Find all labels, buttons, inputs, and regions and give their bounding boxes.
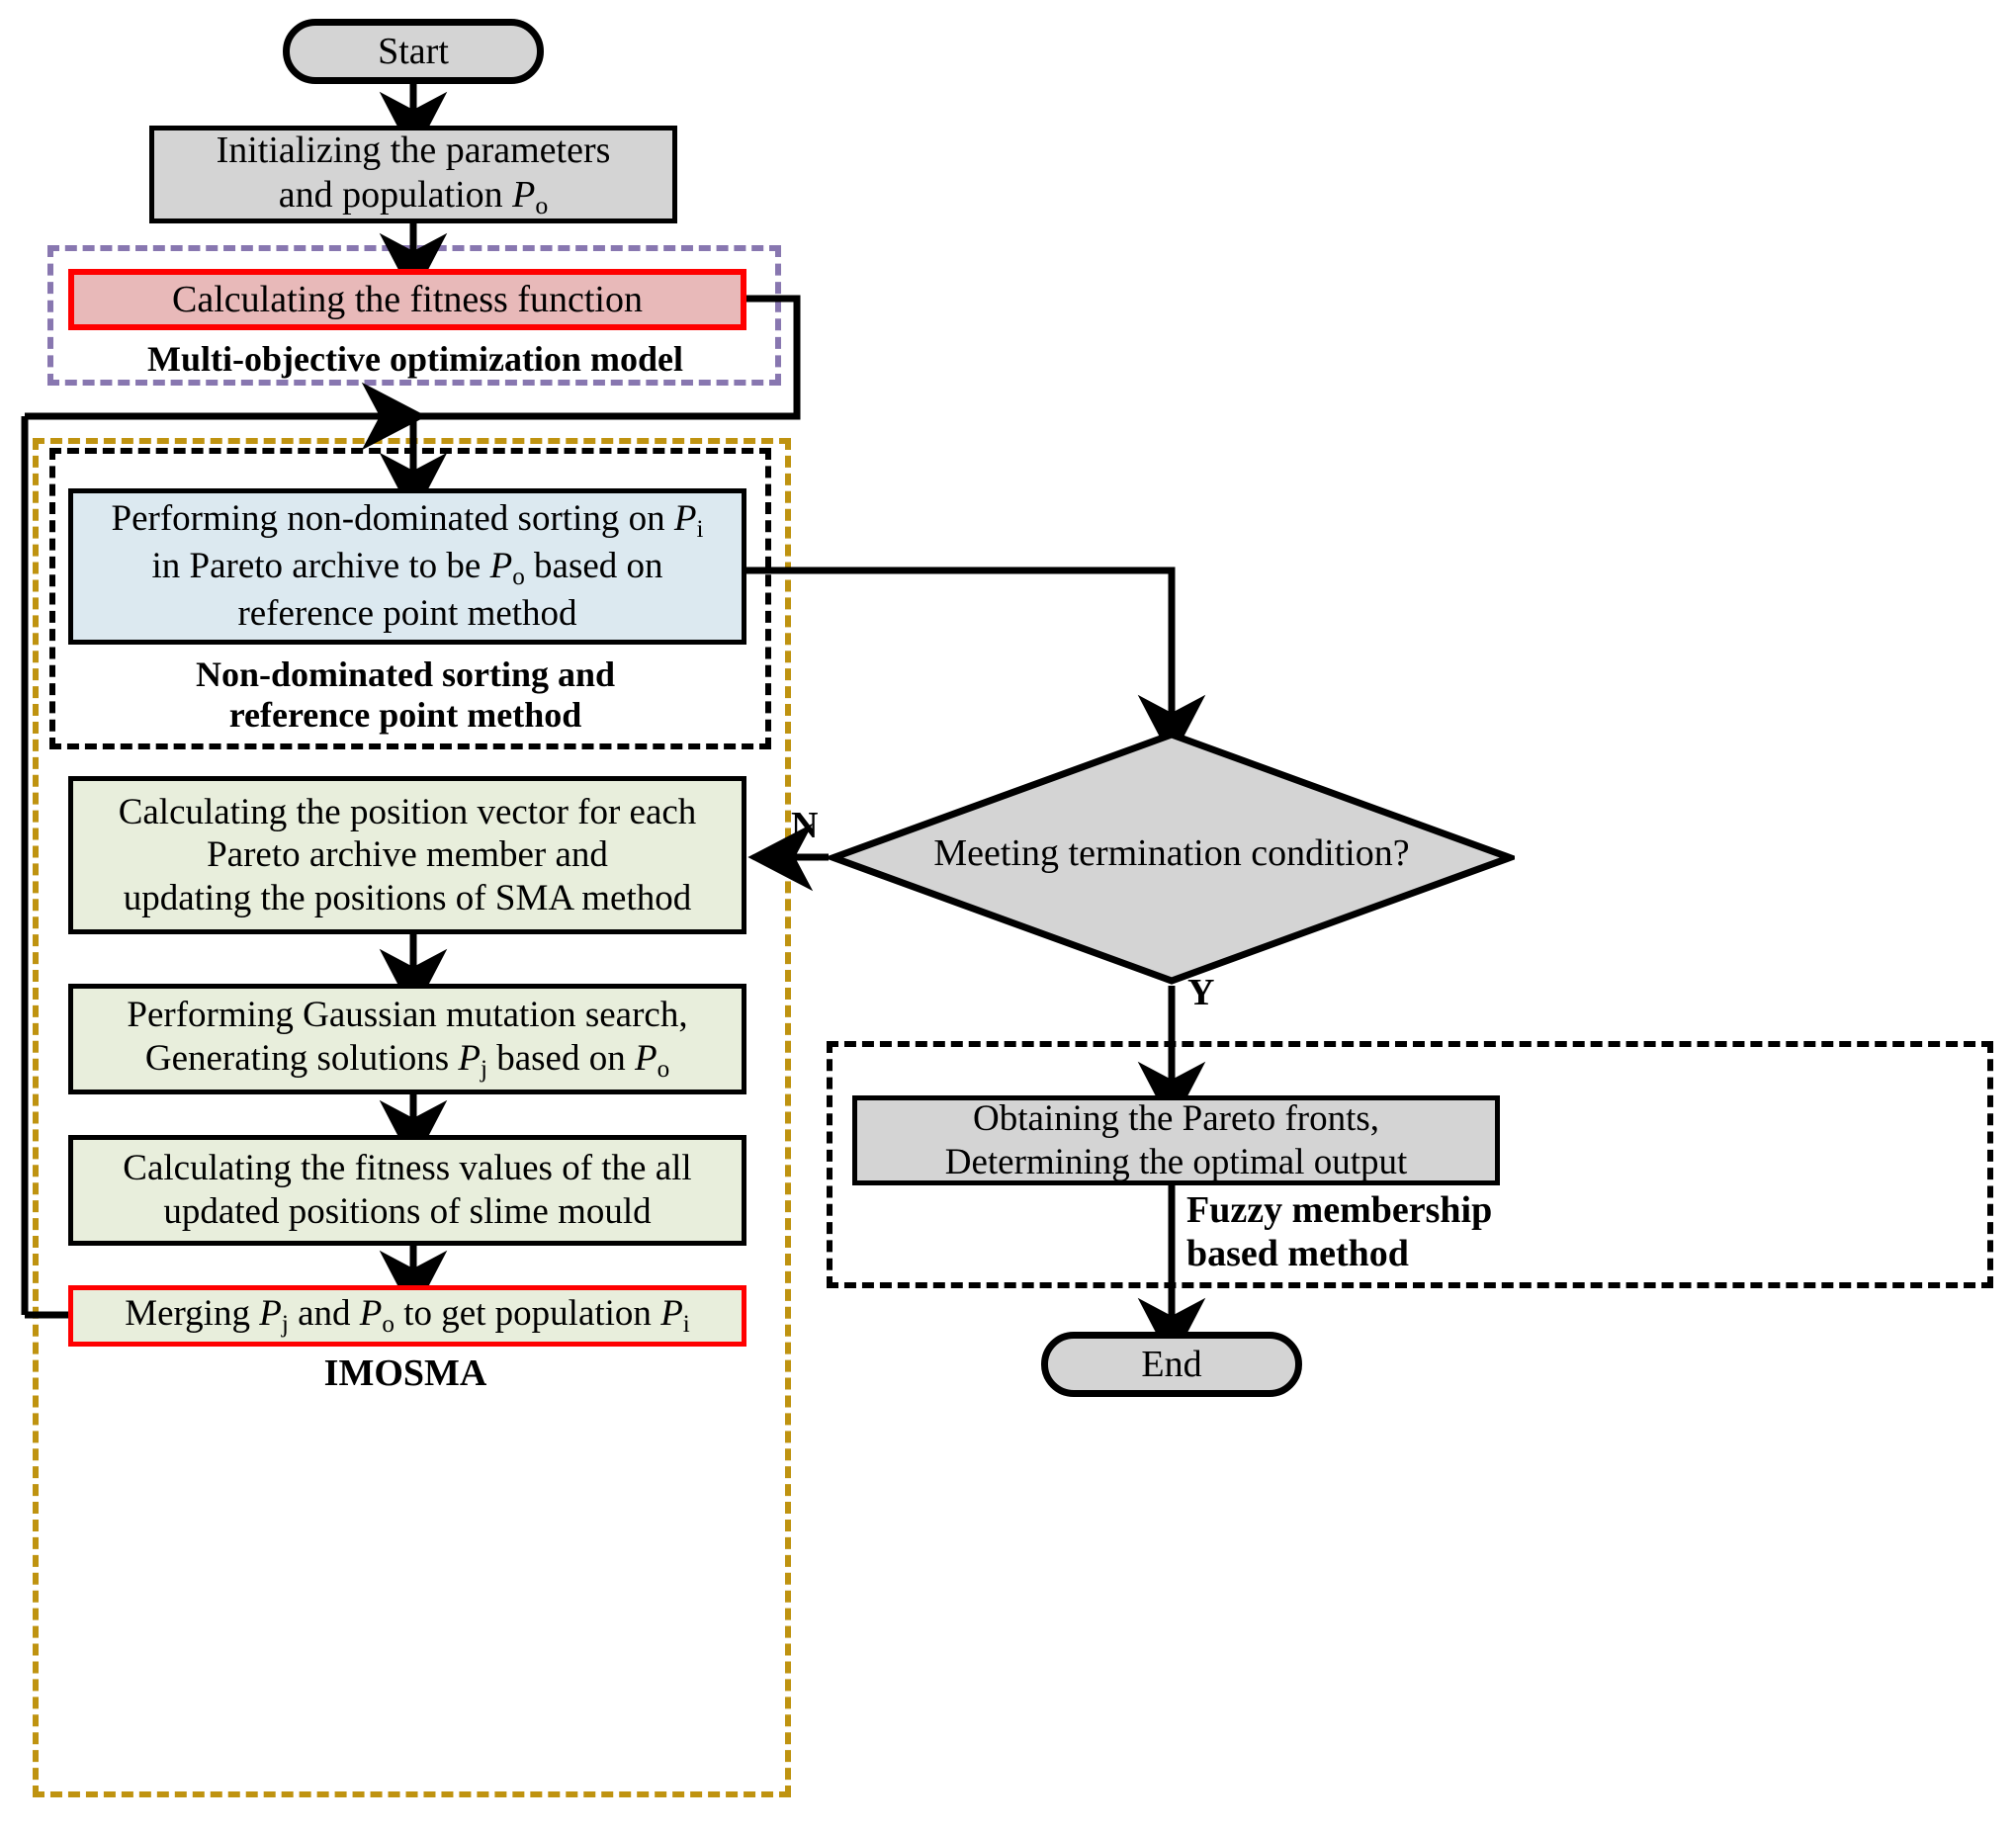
node-sorting-line2: in Pareto archive to be Po based on xyxy=(151,546,663,591)
node-end-label: End xyxy=(1141,1343,1202,1385)
node-merging-label: Merging Pj and Po to get population Pi xyxy=(125,1293,690,1339)
node-calculating-fitness-function[interactable]: Calculating the fitness function xyxy=(68,269,746,330)
node-fitvalues-line2: updated positions of slime mould xyxy=(163,1191,652,1232)
node-non-dominated-sorting[interactable]: Performing non-dominated sorting on Pi i… xyxy=(68,488,746,645)
node-position-line1: Calculating the position vector for each xyxy=(118,791,697,832)
group-label-imosma: IMOSMA xyxy=(323,1352,487,1394)
node-sorting-line3: reference point method xyxy=(237,592,577,634)
node-calculating-fitness-values[interactable]: Calculating the fitness values of the al… xyxy=(68,1135,746,1246)
node-meeting-termination-condition[interactable]: Meeting termination condition? xyxy=(823,730,1521,986)
node-gaussian-mutation[interactable]: Performing Gaussian mutation search, Gen… xyxy=(68,984,746,1094)
node-fitness-label: Calculating the fitness function xyxy=(172,278,643,320)
edge-label-yes: Y xyxy=(1187,972,1215,1013)
node-end[interactable]: End xyxy=(1041,1332,1302,1397)
diamond-shape xyxy=(823,731,1521,985)
node-output-line2: Determining the optimal output xyxy=(944,1141,1408,1182)
node-sorting-line1: Performing non-dominated sorting on Pi xyxy=(111,498,704,544)
node-obtaining-pareto-fronts[interactable]: Obtaining the Pareto fronts, Determining… xyxy=(852,1095,1500,1185)
node-position-line3: updating the positions of SMA method xyxy=(123,877,692,918)
node-start-label: Start xyxy=(378,30,449,72)
edge-label-no: N xyxy=(791,805,819,846)
node-output-line1: Obtaining the Pareto fronts, xyxy=(972,1097,1380,1139)
node-decision-label: Meeting termination condition? xyxy=(933,832,1410,874)
node-gaussian-line2: Generating solutions Pj based on Po xyxy=(144,1037,670,1083)
node-merging-populations[interactable]: Merging Pj and Po to get population Pi xyxy=(68,1285,746,1347)
node-gaussian-line1: Performing Gaussian mutation search, xyxy=(127,995,688,1036)
node-fitvalues-line1: Calculating the fitness values of the al… xyxy=(123,1148,692,1189)
group-label-fuzzy-membership: Fuzzy membership based method xyxy=(1186,1189,1493,1274)
group-fuzzy-membership xyxy=(827,1041,1993,1288)
group-label-multi-objective: Multi-objective optimization model xyxy=(147,339,683,379)
node-initializing-line2: and population Po xyxy=(278,173,549,219)
node-position-line2: Pareto archive member and xyxy=(207,834,608,876)
node-start[interactable]: Start xyxy=(283,19,544,84)
group-label-non-dominated: Non-dominated sorting and reference poin… xyxy=(195,654,616,736)
node-initializing-line1: Initializing the parameters xyxy=(216,129,611,171)
node-initializing[interactable]: Initializing the parameters and populati… xyxy=(149,126,677,223)
node-calculating-position-vector[interactable]: Calculating the position vector for each… xyxy=(68,776,746,934)
